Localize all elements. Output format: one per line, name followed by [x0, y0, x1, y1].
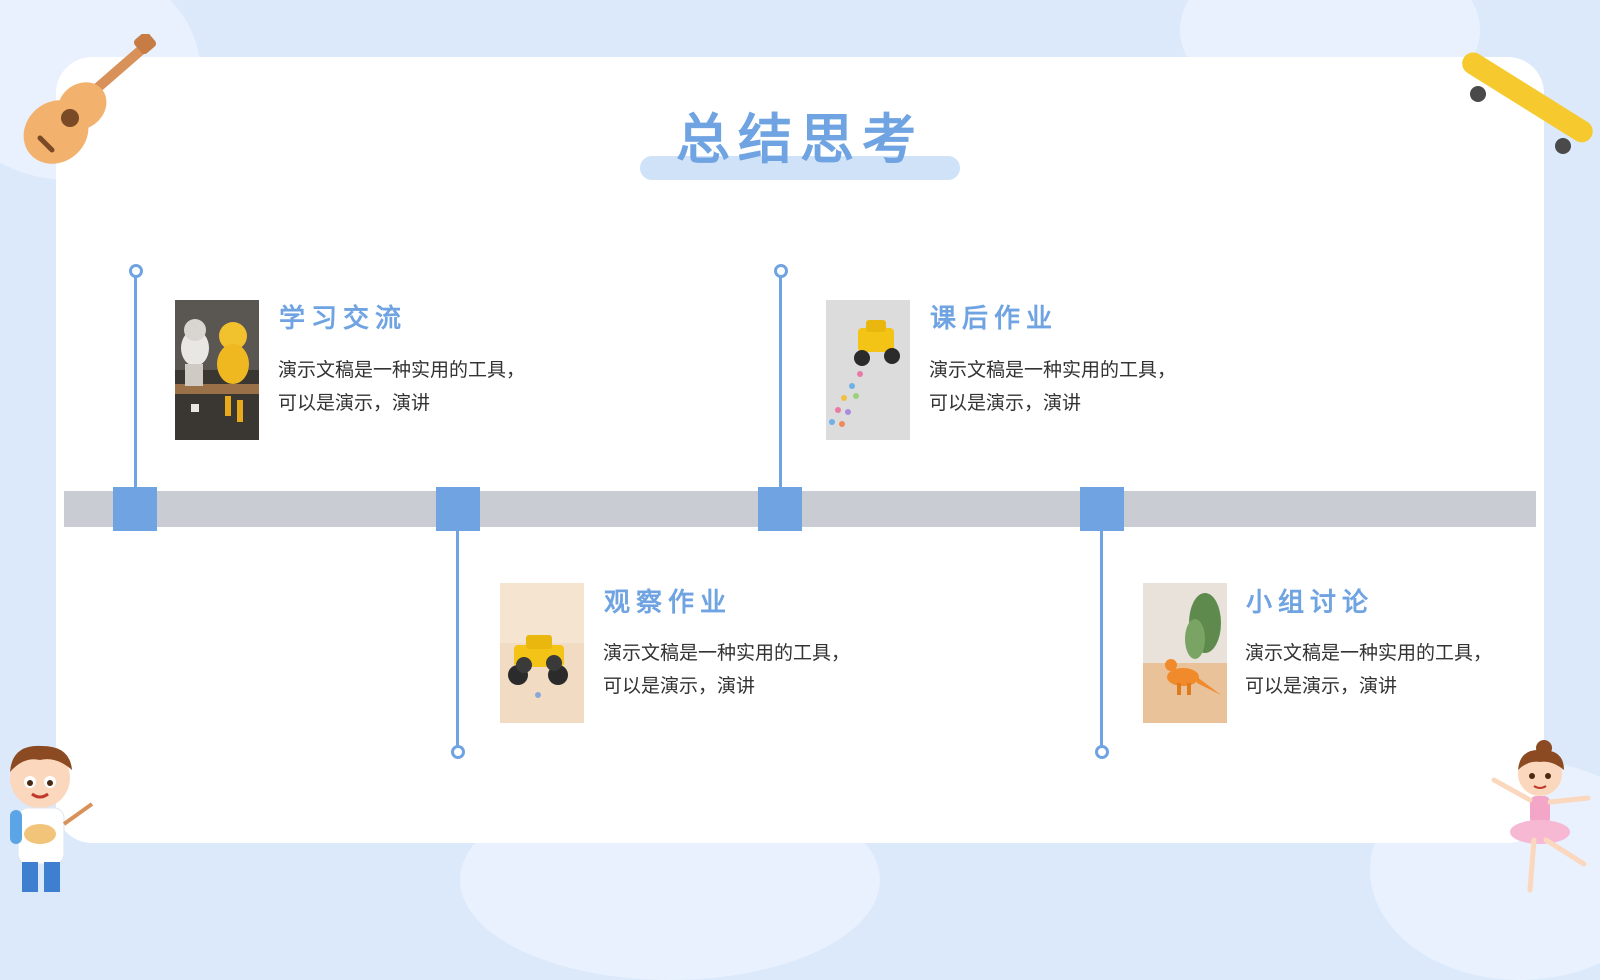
content-card: [56, 57, 1544, 843]
title-underline: [640, 156, 960, 180]
timeline-connector: [134, 276, 137, 488]
boy-painter-icon: [0, 738, 100, 900]
connector-dot: [451, 745, 465, 759]
item-title-1: 学习交流: [279, 304, 408, 334]
timeline-connector: [1100, 530, 1103, 746]
connector-dot: [774, 264, 788, 278]
ballerina-girl-icon: [1484, 740, 1600, 900]
connector-dot: [1095, 745, 1109, 759]
photo-toy-truck: [500, 583, 584, 723]
title-block: 总结思考: [0, 108, 1600, 188]
photo-toy-figures: [175, 300, 259, 440]
timeline-node: [1080, 487, 1124, 531]
item-title-2: 观察作业: [604, 588, 733, 618]
photo-toy-truck-confetti: [826, 300, 910, 440]
item-title-3: 课后作业: [930, 304, 1059, 334]
item-title-4: 小组讨论: [1246, 588, 1375, 618]
item-desc-4: 演示文稿是一种实用的工具，可以是演示，演讲: [1245, 642, 1493, 697]
timeline-node: [758, 487, 802, 531]
guitar-icon: [12, 31, 157, 169]
item-desc-2: 演示文稿是一种实用的工具，可以是演示，演讲: [603, 642, 851, 697]
photo-toy-dinosaur: [1143, 583, 1227, 723]
timeline-connector: [456, 530, 459, 746]
item-desc-3: 演示文稿是一种实用的工具，可以是演示，演讲: [929, 359, 1177, 414]
item-desc-1: 演示文稿是一种实用的工具，可以是演示，演讲: [278, 359, 526, 414]
timeline-connector: [779, 276, 782, 488]
timeline-node: [436, 487, 480, 531]
skateboard-icon: [1460, 50, 1600, 160]
page-title: 总结思考: [676, 108, 924, 171]
connector-dot: [129, 264, 143, 278]
timeline-node: [113, 487, 157, 531]
